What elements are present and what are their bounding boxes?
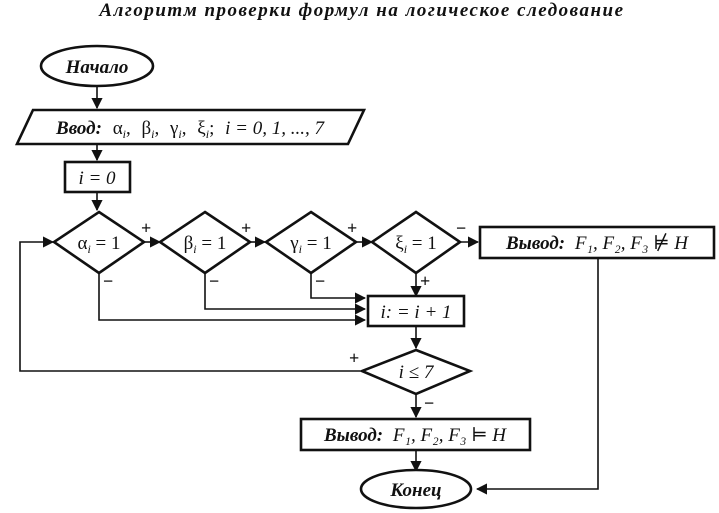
arrow-beta-minus-increment	[204, 273, 367, 315]
sign-beta-plus: +	[241, 218, 251, 238]
diagram-title: Алгоритм проверки формул на логическое с…	[98, 0, 624, 21]
check-gamma-eq: = 1	[302, 233, 332, 254]
check-xi-eq: = 1	[407, 233, 437, 254]
check-beta-symbol: β	[184, 233, 194, 254]
input-var-xi: ξ	[197, 118, 206, 139]
sign-xi-plus: +	[420, 271, 430, 291]
svg-text:αi = 1: αi = 1	[77, 233, 120, 256]
input-block: Ввод: αi, βi, γi, ξi; i = 0, 1, ..., 7	[14, 108, 367, 146]
start-terminator: Начало	[39, 44, 155, 88]
start-label: Начало	[65, 57, 129, 78]
check-alpha-eq: = 1	[91, 233, 121, 254]
check-gamma-sub: i	[299, 242, 302, 256]
sign-alpha-plus: +	[141, 218, 151, 238]
input-sub-beta: i	[151, 127, 154, 141]
check-beta-eq: = 1	[197, 233, 227, 254]
increment-label: i: = i + 1	[380, 302, 451, 323]
sign-gamma-minus: −	[315, 271, 325, 291]
check-xi-symbol: ξ	[395, 233, 404, 254]
check-gamma-symbol: γ	[289, 233, 298, 254]
input-var-beta: β	[142, 118, 152, 139]
input-var-gamma: γ	[169, 118, 178, 139]
svg-text:Вывод: F₁, F₂, F₃ ⊭ H: Вывод: F₁, F₂, F₃ ⊭ H	[505, 232, 689, 254]
end-label: Конец	[389, 480, 441, 501]
output-fail-formula: F₁, F₂, F₃ ⊭ H	[574, 232, 689, 254]
check-xi-diamond: ξi = 1	[369, 210, 463, 275]
check-xi-sub: i	[404, 242, 407, 256]
check-gamma-diamond: γi = 1	[263, 210, 359, 275]
arrow-output-fail-end	[475, 258, 599, 495]
sign-loop-plus: +	[349, 348, 359, 368]
loop-check-label: i ≤ 7	[399, 362, 435, 383]
arrow-gamma-minus-increment	[310, 273, 367, 304]
increment-block: i: = i + 1	[366, 294, 466, 328]
output-fail-block: Вывод: F₁, F₂, F₃ ⊭ H	[478, 225, 716, 260]
sign-xi-minus: −	[456, 218, 466, 238]
sign-alpha-minus: −	[103, 271, 113, 291]
svg-text:γi = 1: γi = 1	[289, 233, 331, 256]
end-terminator: Конец	[359, 468, 473, 510]
svg-text:ξi = 1: ξi = 1	[395, 233, 437, 256]
sign-beta-minus: −	[209, 271, 219, 291]
output-ok-formula: F₁, F₂, F₃ ⊨ H	[392, 425, 507, 446]
sign-gamma-plus: +	[347, 218, 357, 238]
check-beta-diamond: βi = 1	[157, 210, 253, 275]
check-alpha-symbol: α	[77, 233, 87, 254]
input-var-alpha: α	[113, 118, 123, 139]
arrow-alpha-minus-increment	[98, 273, 367, 326]
loop-check-diamond: i ≤ 7	[358, 348, 474, 396]
svg-text:Вывод: F₁, F₂, F₃ ⊨ H: Вывод: F₁, F₂, F₃ ⊨ H	[323, 425, 507, 446]
check-alpha-diamond: αi = 1	[51, 210, 147, 275]
input-text: Ввод: αi, βi, γi, ξi; i = 0, 1, ..., 7	[55, 118, 325, 141]
input-range: i = 0, 1, ..., 7	[225, 118, 325, 139]
check-beta-sub: i	[193, 242, 196, 256]
input-sub-alpha: i	[123, 127, 126, 141]
branch-signs: + − + − + − − + + −	[103, 218, 466, 413]
output-ok-prefix: Вывод:	[323, 425, 383, 446]
output-fail-prefix: Вывод:	[505, 233, 565, 254]
connectors	[19, 86, 599, 495]
input-sub-xi: i	[206, 127, 209, 141]
output-ok-block: Вывод: F₁, F₂, F₃ ⊨ H	[299, 417, 532, 452]
arrow-loop-back	[19, 236, 360, 372]
sign-loop-minus: −	[424, 393, 434, 413]
init-label: i = 0	[78, 168, 116, 189]
init-block: i = 0	[63, 160, 132, 194]
input-sub-gamma: i	[178, 127, 181, 141]
input-prefix: Ввод:	[55, 118, 102, 139]
check-alpha-sub: i	[87, 242, 90, 256]
svg-text:βi = 1: βi = 1	[184, 233, 227, 256]
